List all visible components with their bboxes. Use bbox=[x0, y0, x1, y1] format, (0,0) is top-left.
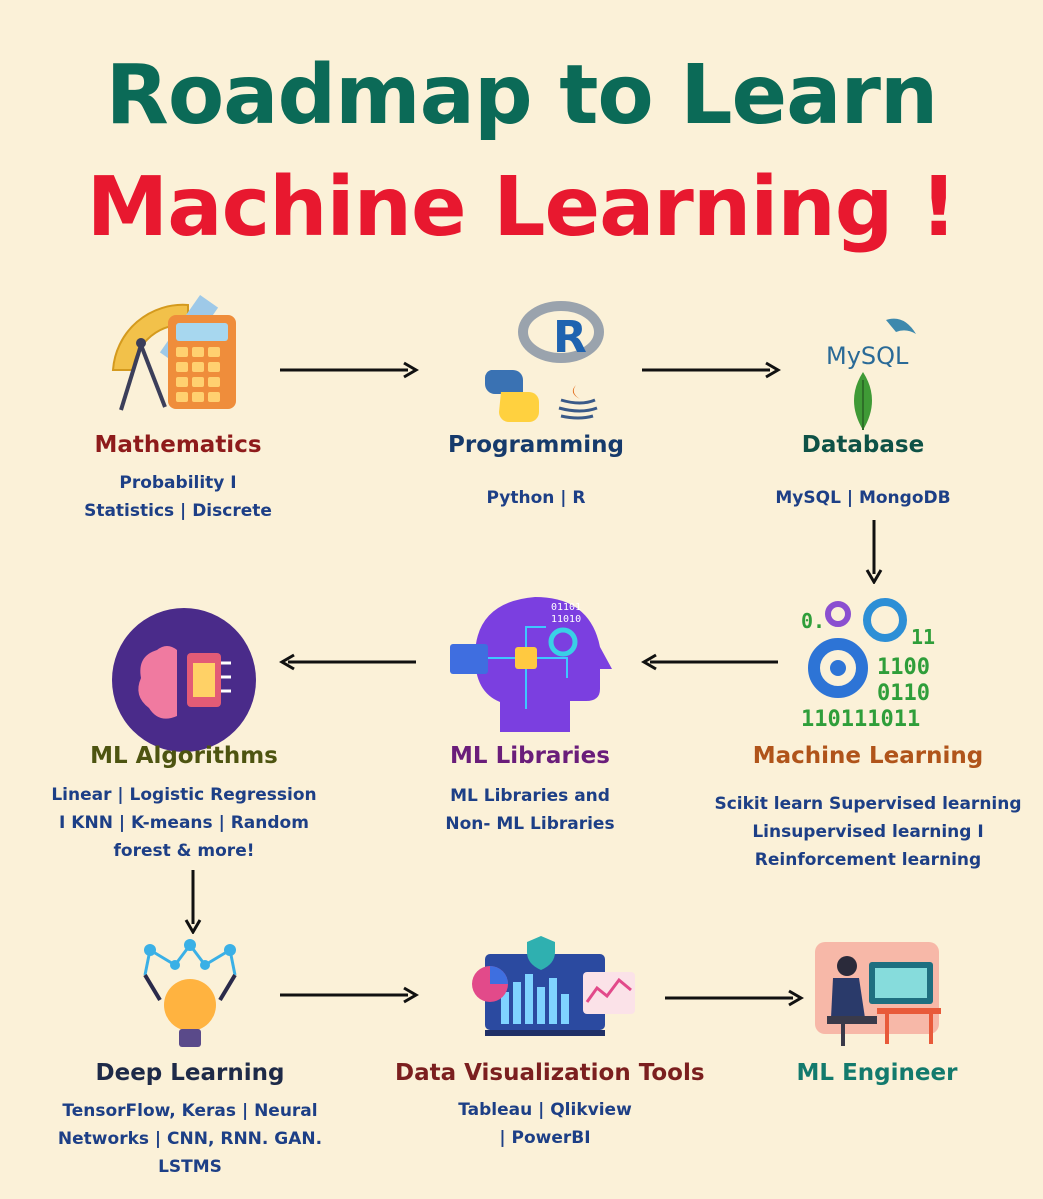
calculator-ruler-compass-icon bbox=[93, 285, 263, 425]
node-desc: Probability I Statistics | Discrete bbox=[8, 469, 348, 525]
engineer-desk-icon bbox=[807, 932, 947, 1052]
node-title: Deep Learning bbox=[40, 1060, 340, 1086]
desc-line: forest & more! bbox=[14, 837, 354, 865]
desc-line: Linear | Logistic Regression bbox=[14, 781, 354, 809]
node-desc: ML Libraries and Non- ML Libraries bbox=[360, 782, 700, 838]
node-title: ML Engineer bbox=[727, 1060, 1027, 1086]
node-title: Database bbox=[713, 432, 1013, 458]
node-desc: Linear | Logistic Regression I KNN | K-m… bbox=[14, 781, 354, 865]
node-ml-engineer: ML Engineer bbox=[727, 932, 1027, 1102]
head-circuit-icon: 01101 11010 bbox=[445, 592, 615, 742]
desc-line: TensorFlow, Keras | Neural bbox=[20, 1097, 360, 1125]
desc-line: Probability I bbox=[8, 469, 348, 497]
binary-text: 01101 bbox=[551, 602, 581, 613]
node-title: Mathematics bbox=[28, 432, 328, 458]
node-title: Machine Learning bbox=[718, 743, 1018, 769]
binary-text: 0. bbox=[801, 609, 825, 633]
desc-line: | PowerBI bbox=[375, 1124, 715, 1152]
arrow-down-icon bbox=[183, 870, 203, 934]
desc-line: Linsupervised learning I bbox=[698, 818, 1038, 846]
mysql-logo-text: MySQL bbox=[826, 342, 909, 370]
desc-line: Non- ML Libraries bbox=[360, 810, 700, 838]
desc-line: ML Libraries and bbox=[360, 782, 700, 810]
page-title-line2: Machine Learning ! bbox=[0, 160, 1043, 255]
node-deep-learning: Deep Learning TensorFlow, Keras | Neural… bbox=[40, 935, 340, 1195]
gears-binary-icon: 0. 11 1100 0110 110111011 bbox=[793, 592, 943, 732]
desc-line: I KNN | K-means | Random bbox=[14, 809, 354, 837]
node-title: ML Libraries bbox=[380, 743, 680, 769]
node-data-visualization: Data Visualization Tools Tableau | Qlikv… bbox=[395, 932, 695, 1172]
node-desc: Tableau | Qlikview | PowerBI bbox=[375, 1096, 715, 1152]
brain-chip-icon bbox=[109, 605, 259, 755]
desc-line: Scikit learn Supervised learning bbox=[698, 790, 1038, 818]
binary-text: 110111011 bbox=[801, 707, 920, 732]
binary-text: 11 bbox=[911, 625, 935, 649]
desc-line: LSTMS bbox=[20, 1153, 360, 1181]
binary-text: 1100 bbox=[877, 655, 930, 680]
desc-line: Statistics | Discrete bbox=[8, 497, 348, 525]
page-title-line1: Roadmap to Learn bbox=[0, 48, 1043, 143]
node-title: ML Algorithms bbox=[34, 743, 334, 769]
dashboard-monitor-icon bbox=[445, 932, 645, 1042]
desc-line: MySQL | MongoDB bbox=[693, 484, 1033, 512]
desc-line: Reinforcement learning bbox=[698, 846, 1038, 874]
node-desc: Scikit learn Supervised learning Linsupe… bbox=[698, 790, 1038, 874]
svg-text:R: R bbox=[553, 312, 587, 363]
binary-text: 11010 bbox=[551, 614, 581, 625]
binary-text: 0110 bbox=[877, 681, 930, 706]
node-desc: MySQL | MongoDB bbox=[693, 484, 1033, 512]
node-mathematics: Mathematics Probability I Statistics | D… bbox=[28, 285, 328, 535]
node-machine-learning: 0. 11 1100 0110 110111011 Machine Learni… bbox=[718, 592, 1018, 882]
python-r-java-icon: R bbox=[461, 300, 611, 430]
node-database: MySQL Database MySQL | MongoDB bbox=[713, 300, 1013, 530]
node-title: Data Visualization Tools bbox=[395, 1060, 695, 1086]
desc-line: Python | R bbox=[366, 484, 706, 512]
mysql-mongodb-icon: MySQL bbox=[788, 300, 938, 430]
node-ml-libraries: 01101 11010 ML Libraries ML Libraries an… bbox=[380, 592, 680, 842]
arrow-down-icon bbox=[864, 520, 884, 584]
node-title: Programming bbox=[386, 432, 686, 458]
desc-line: Tableau | Qlikview bbox=[375, 1096, 715, 1124]
node-programming: R Programming Python | R bbox=[386, 300, 686, 530]
desc-line: Networks | CNN, RNN. GAN. bbox=[20, 1125, 360, 1153]
node-desc: TensorFlow, Keras | Neural Networks | CN… bbox=[20, 1097, 360, 1181]
neural-bulb-icon bbox=[125, 935, 255, 1055]
node-desc: Python | R bbox=[366, 484, 706, 512]
node-ml-algorithms: ML Algorithms Linear | Logistic Regressi… bbox=[34, 605, 334, 875]
